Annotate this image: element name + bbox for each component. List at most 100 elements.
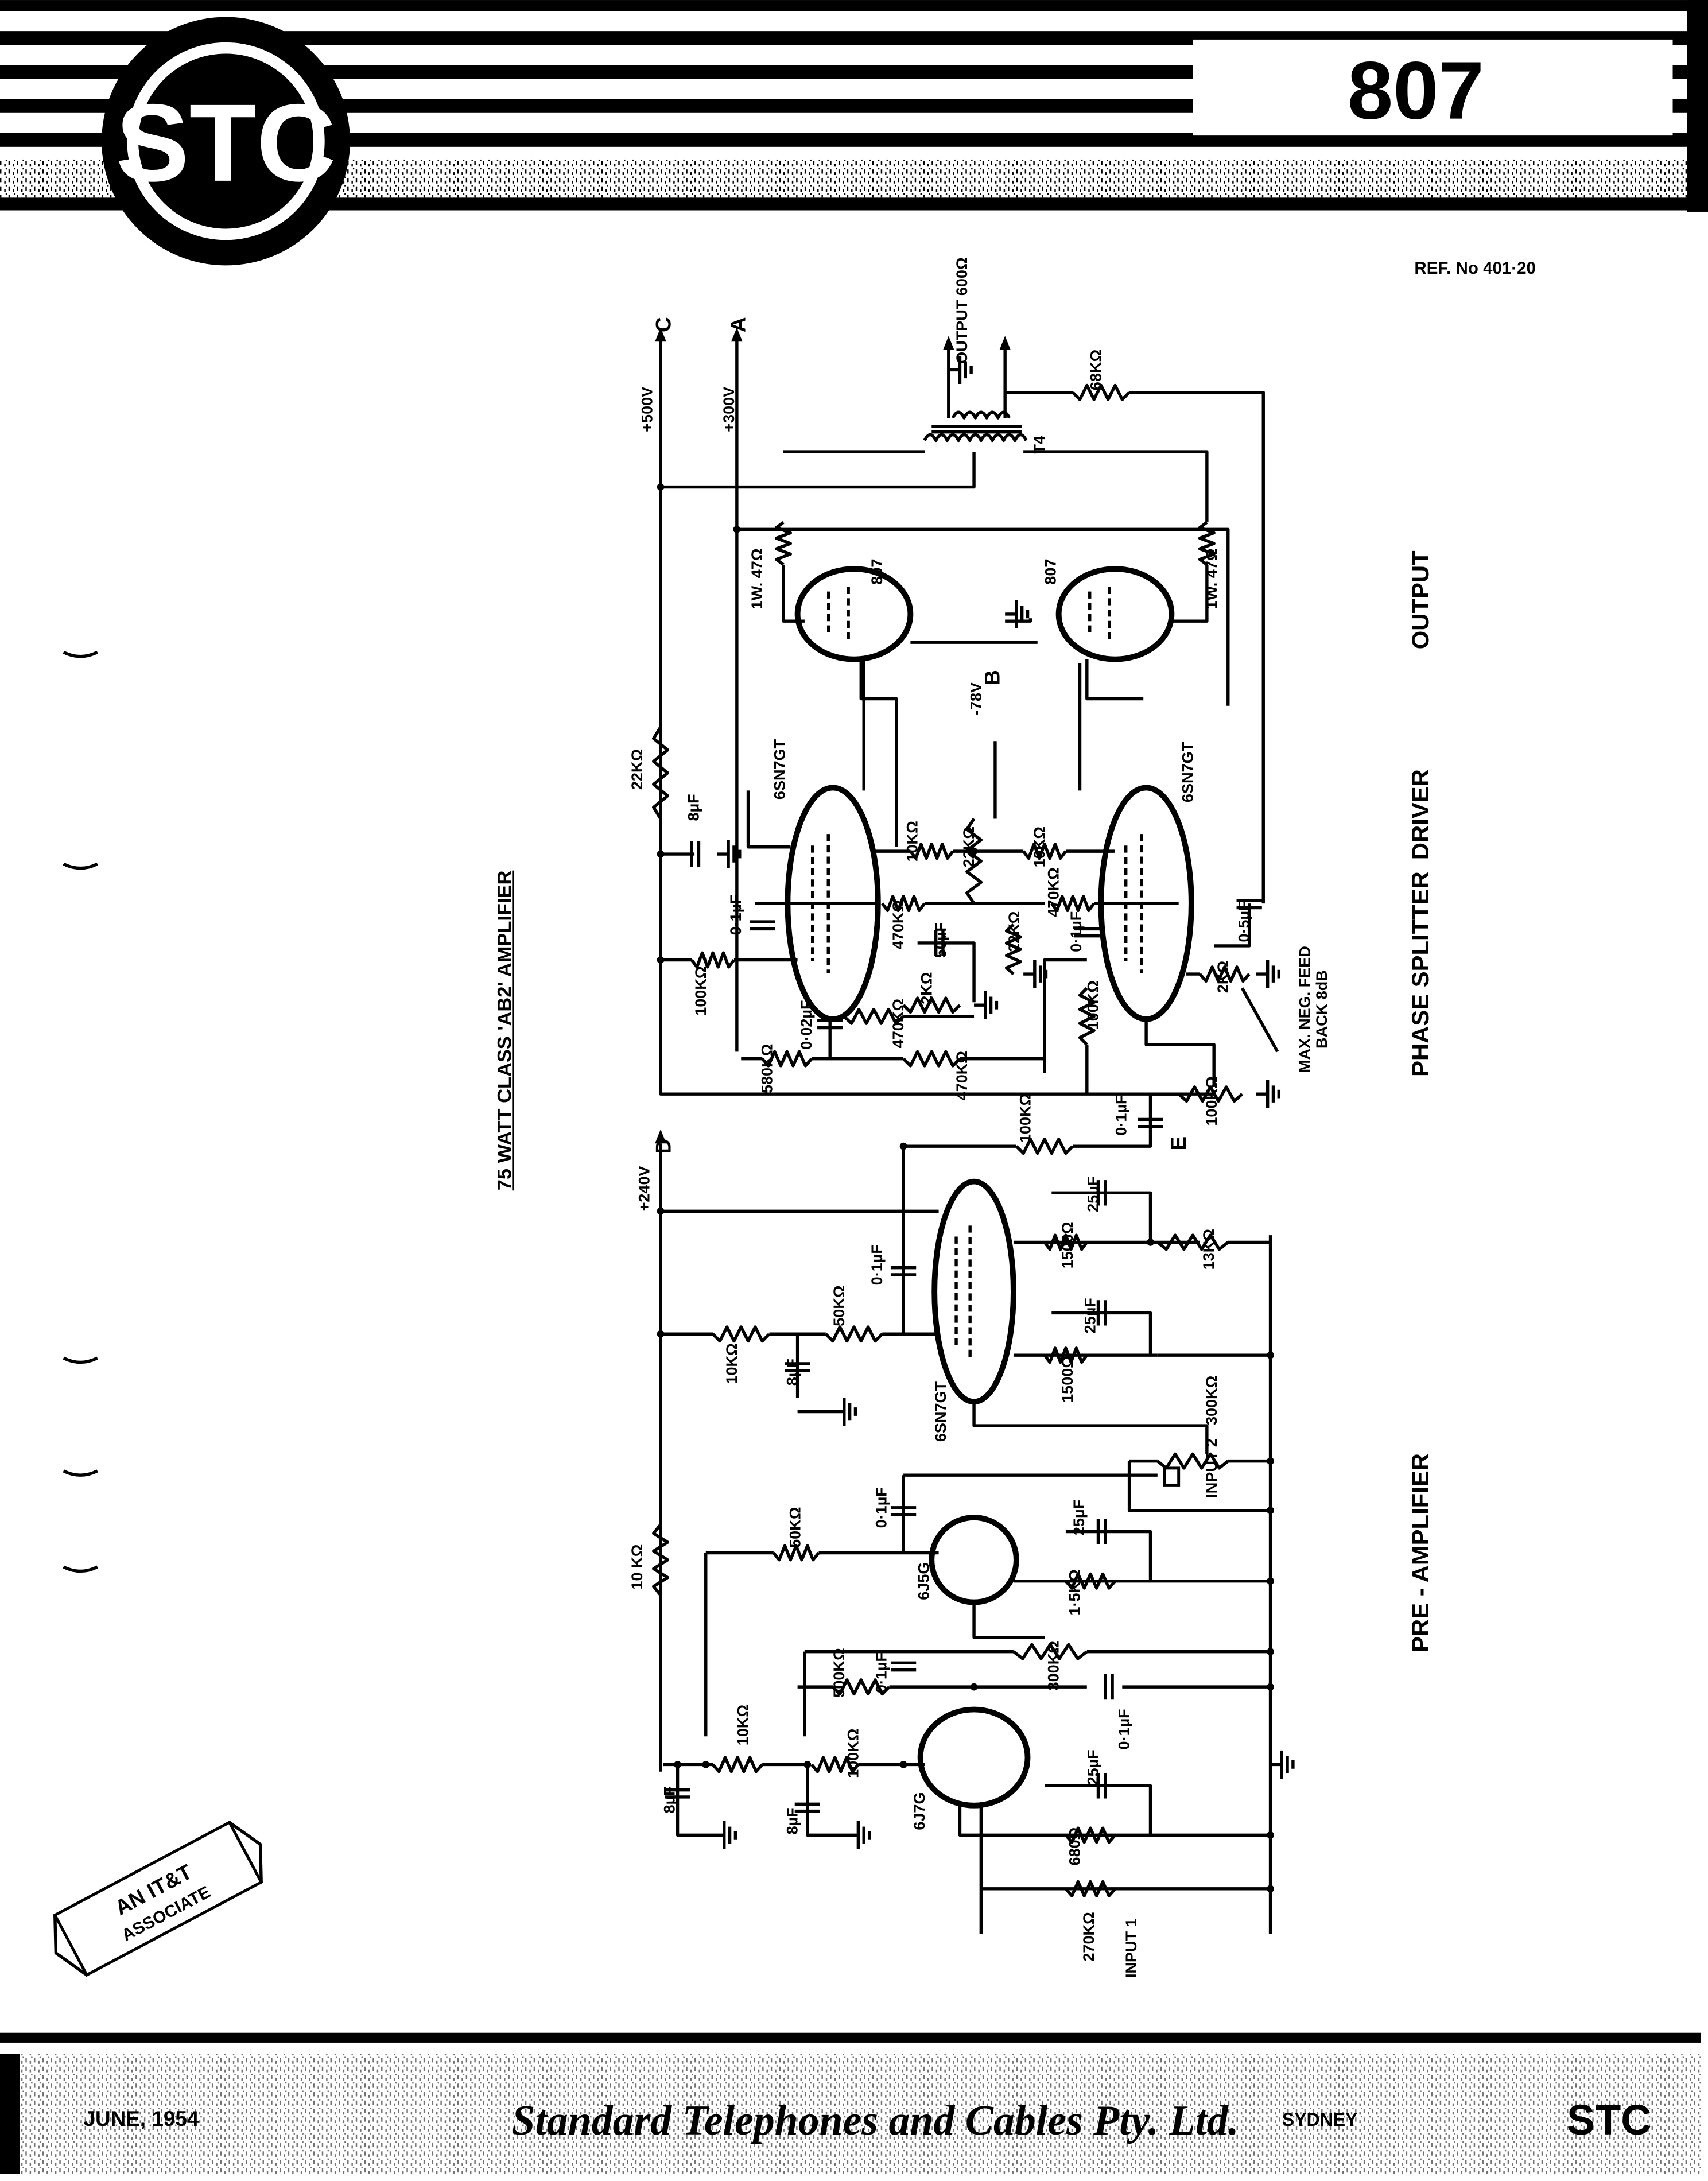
wire [1144,1019,1216,1087]
component-label: 470KΩ [890,900,907,949]
footer-company: Standard Telephones and Cables Pty. Ltd. [511,2097,1239,2144]
capacitor [1138,1117,1163,1128]
component-label: 2KΩ [1214,961,1232,993]
ground-icon [713,1821,737,1849]
component-label: 0·1µF [1068,911,1085,952]
wire [1065,1530,1152,1581]
resistor [1043,1346,1088,1364]
resistor [1177,1085,1244,1103]
wire [972,1602,1045,1639]
capacitor [665,1788,690,1799]
component-label: OUTPUT 600Ω [953,257,971,364]
capacitor [817,1019,843,1030]
component-label: 300KΩ [1203,1376,1220,1425]
component-label: 25µF [1084,1749,1101,1785]
component-label: 50KΩ [787,1507,804,1548]
ground-icon [1270,1750,1295,1779]
ground-icon [948,355,973,385]
junction [657,850,665,858]
resistor [775,521,793,566]
output-tube-807-left [794,566,914,662]
footer-city: SYDNEY [1282,2109,1357,2130]
component-label: 100KΩ [844,1729,861,1778]
resistor [1015,1138,1074,1155]
section-phase-splitter: PHASE SPLITTER [1407,871,1434,1077]
component-label: 6SN7GT [771,739,788,800]
component-label: A [727,317,750,332]
component-label: 0·5µF [1236,901,1253,942]
component-label: +500V [638,387,655,432]
stc-logo: STC [102,17,350,266]
component-label: INPUT 2 [1203,1438,1220,1498]
transformer-core [931,425,1022,434]
resistor [761,1050,813,1068]
resistor [1022,843,1068,860]
wire [1051,1191,1152,1243]
junction [1267,1683,1274,1691]
resistor [810,1756,860,1773]
component-label: 1W. 47Ω [748,548,766,609]
itt-associate-logo: AN IT&T ASSOCIATE [53,1820,263,1977]
transformer-secondary [951,410,1011,420]
junction [1267,1351,1274,1359]
capacitor [1236,899,1262,910]
component-label: 10KΩ [735,1705,752,1745]
ground-icon [1005,600,1030,628]
component-label: 22KΩ [1006,911,1023,952]
resistor [1043,1233,1088,1251]
ground-icon [833,1397,857,1426]
component-label: 0·1µF [873,1487,890,1528]
resistor [1064,1826,1117,1844]
junction [1267,1831,1274,1839]
output-tube-807-right [1055,566,1175,662]
preamp-tube-6j5g [929,1515,1019,1605]
stc-logo-text: STC [116,81,336,204]
wire [783,450,1209,523]
component-label: 0·1µF [727,894,744,935]
wire [859,659,898,847]
resistor [1050,895,1096,913]
component-label: 25µF [1070,1500,1088,1535]
resistor [1064,1572,1117,1590]
arrow-icon [655,1129,666,1144]
tube-grid [954,1225,972,1358]
component-label: 22KΩ [960,826,977,867]
component-label: 10 KΩ [628,1544,646,1590]
tube-grid [1088,587,1111,642]
diagram-title: 75 WATT CLASS 'AB2' AMPLIFIER [494,871,515,1191]
component-label: -78V [967,682,984,715]
component-label: 8µF [784,1807,801,1834]
junction [1147,1239,1154,1246]
ground-icon [717,840,742,868]
arrow-icon [942,336,954,350]
resistor [690,951,736,969]
capacitor [1096,1180,1107,1206]
wire [676,1764,713,1837]
resistor [824,1325,884,1343]
arrow-icon [731,327,743,342]
resistor [843,1007,905,1025]
wire [661,452,976,489]
component-label: 6SN7GT [932,1381,949,1442]
capacitor [749,920,775,931]
ground-icon [847,1821,871,1849]
component-label: 580KΩ [758,1044,775,1093]
junction [733,525,741,533]
resistor [832,1678,891,1696]
capacitor [690,841,701,867]
junction [657,483,665,491]
resistor [1072,383,1131,401]
resistor [902,996,961,1014]
junction [1267,1885,1274,1893]
junction [674,1761,681,1768]
component-label: 1500Ω [1059,1356,1076,1403]
ref-number: REF. No 401·20 [1414,259,1536,278]
component-label: 1W. 47Ω [1203,548,1220,609]
junction [1267,1577,1274,1585]
section-output: OUTPUT [1407,550,1434,649]
component-label: B [980,670,1004,685]
ground-icon [1256,1080,1281,1108]
component-label: 10KΩ [723,1343,740,1384]
capacitor [1096,1519,1107,1544]
